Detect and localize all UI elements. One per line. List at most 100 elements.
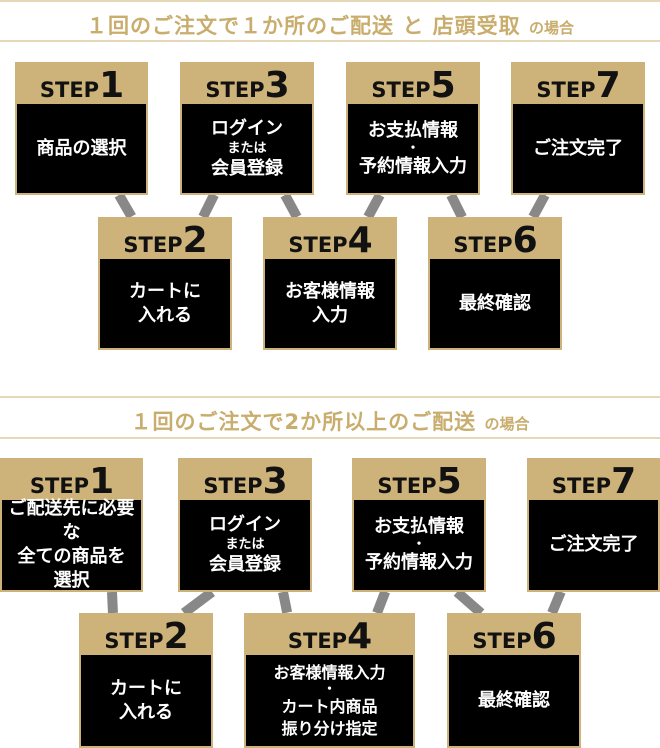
step-label: STEP [377,474,437,498]
step-description-line: 会員登録 [209,554,281,575]
section2-bottom-divider [0,437,660,439]
step-label: STEP [203,474,263,498]
connector-step1-to-step2 [106,591,118,614]
step-description-line: 全ての商品を [17,546,126,567]
step-description-line: 入れる [138,304,192,326]
connector-step2-to-step3 [198,192,218,220]
step-number: 4 [347,616,372,657]
step-number: 1 [99,65,124,106]
step-1-box: STEP1 商品の選択 [15,62,148,195]
step-description: ログインまたは会員登録 [180,500,310,590]
step-description-line: 最終確認 [459,292,531,314]
step-6-box: STEP6 最終確認 [447,613,581,748]
step-description-line: ・ [412,537,426,552]
connector-step4-to-step5 [363,192,384,220]
step-description-line: ご注文完了 [533,137,623,159]
section2-top-divider [0,396,660,398]
step-description-line: ・ [322,681,336,697]
step-description-line: または [227,140,267,156]
section1-top-divider [0,0,660,2]
step-description-line: 商品の選択 [36,137,127,159]
step-description-line: 会員登録 [211,157,283,179]
connector-step3-to-step4 [280,192,301,220]
step-description-line: お支払情報 [368,119,458,141]
step-header: STEP2 [98,217,232,261]
step-description-line: または [225,537,265,552]
step-label: STEP [205,78,265,102]
step-label: STEP [551,474,612,498]
step-header: STEP2 [79,613,213,657]
step-header: STEP3 [178,458,312,502]
step-description-line: ログイン [209,514,281,535]
step-number: 4 [347,220,373,261]
step-header: STEP1 [15,62,148,106]
step-description: 最終確認 [430,259,560,348]
step-description: お客様情報入力・カート内商品振り分け指定 [246,655,413,746]
section2-title-main: １回のご注文で2か所以上のご配送 [130,410,477,434]
step-description-line: 振り分け指定 [281,718,378,738]
connector-step6-to-step7 [528,192,549,220]
step-header: STEP7 [511,62,645,106]
step-description: 最終確認 [449,655,579,746]
step-number: 5 [430,65,456,106]
step-label: STEP [123,233,183,257]
step-description-line: お支払情報 [374,516,464,537]
step-description-line: カート内商品 [281,696,378,716]
connector-step1-to-step2 [114,192,136,220]
step-header: STEP3 [180,62,314,106]
step-description: ご配送先に必要な全ての商品を選択 [2,498,141,591]
step-7-box: STEP7 ご注文完了 [527,458,660,592]
step-header: STEP4 [244,613,415,657]
step-number: 5 [436,461,462,502]
step-description-line: 最終確認 [478,689,550,711]
step-description: ご注文完了 [513,104,643,193]
step-description-line: 予約情報入力 [365,552,473,573]
step-header: STEP7 [527,458,660,502]
step-number: 2 [163,616,189,657]
step-description-line: 入れる [119,701,173,723]
section2-title: １回のご注文で2か所以上のご配送 の場合 [0,406,660,436]
step-header: STEP5 [346,62,480,106]
step-number: 6 [512,220,538,261]
step-description-line: 選択 [53,570,90,591]
connector-step4-to-step5 [372,590,391,615]
section1-title: １回のご注文で１か所のご配送 と 店頭受取 の場合 [0,10,660,40]
step-description-line: ご注文完了 [548,534,639,555]
section1-title-main: １回のご注文で１か所のご配送 と 店頭受取 [86,14,521,38]
step-number: 1 [89,461,114,502]
step-header: STEP4 [263,217,397,261]
step-description-line: お客様情報 [285,280,375,302]
section2-title-suffix: の場合 [484,415,530,433]
step-header: STEP6 [447,613,581,657]
step-label: STEP [29,474,90,498]
step-label: STEP [536,78,596,102]
step-number: 7 [595,65,621,106]
step-description: お支払情報・予約情報入力 [354,500,484,590]
step-description-line: お客様情報入力 [273,662,386,682]
step-7-box: STEP7 ご注文完了 [511,62,645,195]
step-description-line: ログイン [211,117,283,139]
step-description-line: 入力 [312,304,348,326]
step-description-line: カートに [110,677,182,699]
step-label: STEP [287,629,348,653]
step-number: 3 [262,461,288,502]
step-label: STEP [288,233,348,257]
step-6-box: STEP6 最終確認 [428,217,562,350]
step-number: 3 [264,65,290,106]
step-label: STEP [39,78,100,102]
connector-step5-to-step6 [446,192,466,220]
step-header: STEP1 [0,458,143,502]
step-label: STEP [472,629,532,653]
step-description: ログインまたは会員登録 [182,104,312,193]
step-description: カートに入れる [81,655,211,746]
step-4-box: STEP4 お客様情報入力 [263,217,397,350]
step-label: STEP [371,78,431,102]
step-label: STEP [453,233,513,257]
step-number: 6 [531,616,557,657]
